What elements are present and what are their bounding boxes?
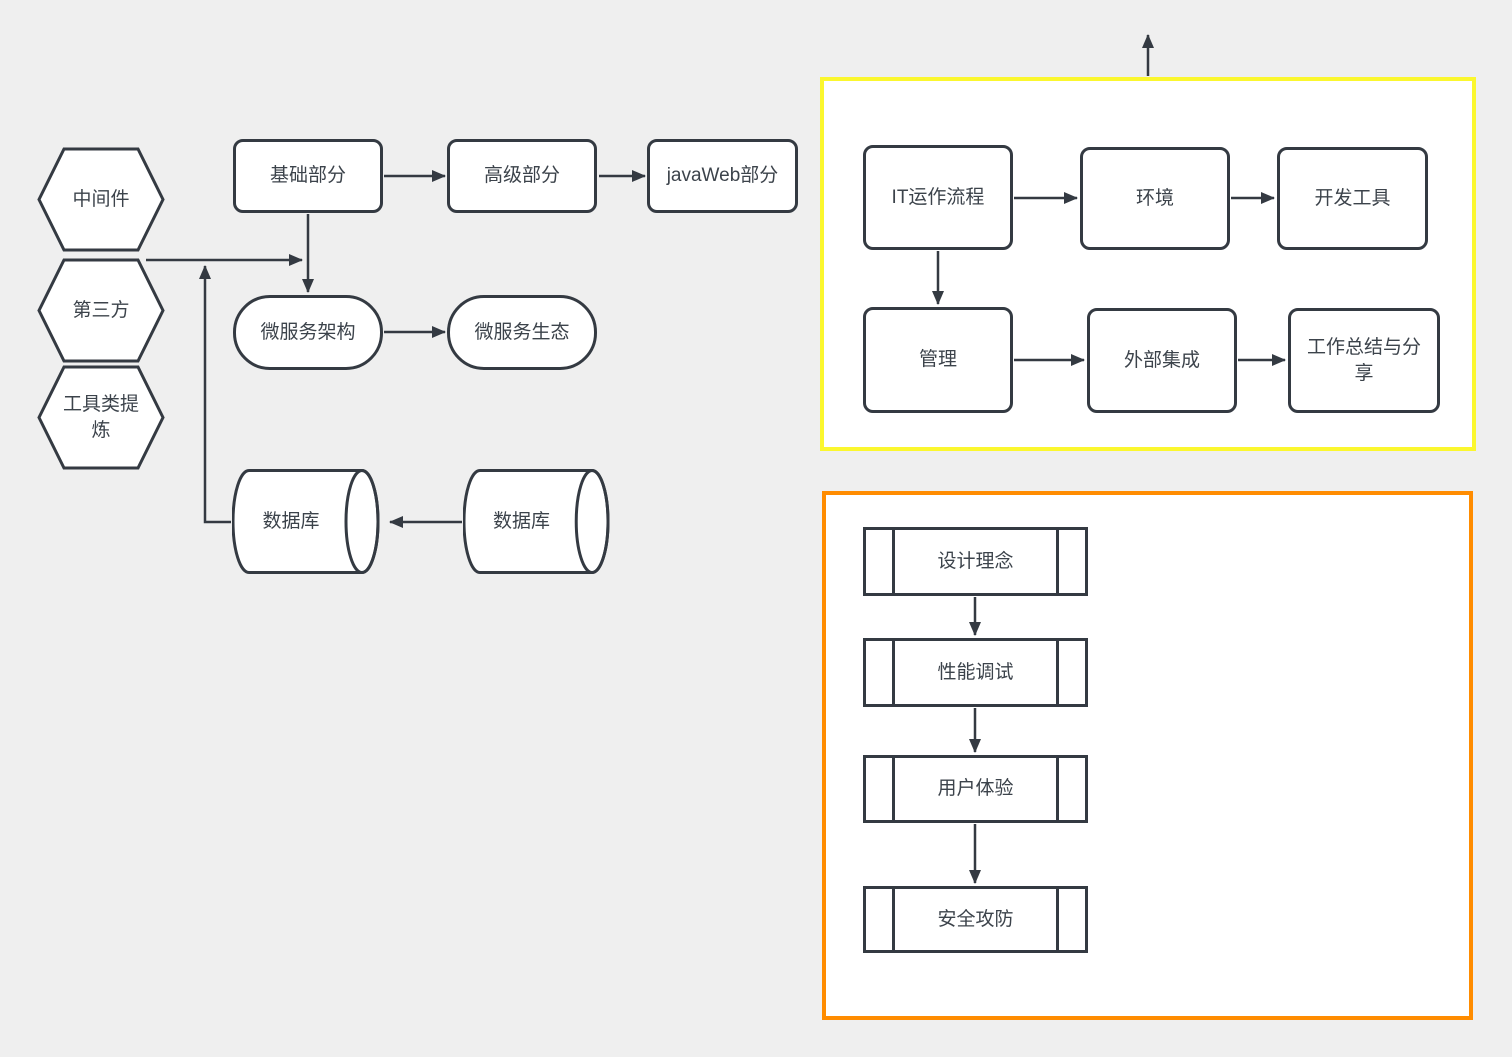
node-advanced-part[interactable]: 高级部分 <box>447 139 597 213</box>
node-microservice-ecosystem[interactable]: 微服务生态 <box>447 295 597 370</box>
node-label: IT运作流程 <box>891 186 985 208</box>
node-label: 微服务生态 <box>474 321 570 343</box>
hexagon-shape <box>37 147 165 252</box>
node-dev-tools[interactable]: 开发工具 <box>1277 147 1428 250</box>
node-performance-tuning[interactable]: 性能调试 <box>863 638 1088 707</box>
node-label: javaWeb部分 <box>666 165 779 187</box>
node-label: 设计理念 <box>937 550 1014 572</box>
node-tool-extraction[interactable]: 工具类提炼 <box>37 365 165 470</box>
node-database-left[interactable]: 数据库 <box>232 468 380 575</box>
node-label: 性能调试 <box>937 661 1014 683</box>
node-label: 微服务架构 <box>260 321 356 343</box>
node-label: 环境 <box>1135 187 1174 209</box>
node-microservice-architecture[interactable]: 微服务架构 <box>233 295 383 370</box>
cylinder-shape <box>463 469 610 574</box>
node-label: 数据库 <box>492 510 550 532</box>
node-label: 数据库 <box>262 510 320 532</box>
edge-database-up-to-flow[interactable] <box>199 265 231 524</box>
node-label: 高级部分 <box>483 165 560 187</box>
node-middleware[interactable]: 中间件 <box>37 147 165 252</box>
node-database-right[interactable]: 数据库 <box>463 468 610 575</box>
node-security-offense-defense[interactable]: 安全攻防 <box>863 886 1088 953</box>
node-user-experience[interactable]: 用户体验 <box>863 755 1088 823</box>
node-environment[interactable]: 环境 <box>1080 147 1230 250</box>
node-it-operation-flow[interactable]: IT运作流程 <box>863 145 1013 250</box>
hexagon-shape <box>37 365 165 470</box>
node-javaweb-part[interactable]: javaWeb部分 <box>647 139 798 213</box>
node-basic-part[interactable]: 基础部分 <box>233 139 383 213</box>
node-label: 安全攻防 <box>937 908 1014 930</box>
hexagon-shape <box>37 258 165 363</box>
node-management[interactable]: 管理 <box>863 307 1013 413</box>
node-label: 工具类提炼 <box>62 393 139 441</box>
node-label: 开发工具 <box>1314 187 1391 209</box>
node-label: 工作总结与分享 <box>1306 336 1421 384</box>
node-label: 外部集成 <box>1123 349 1200 371</box>
node-third-party[interactable]: 第三方 <box>37 258 165 363</box>
node-external-integration[interactable]: 外部集成 <box>1087 308 1237 413</box>
node-label: 用户体验 <box>937 778 1014 800</box>
node-design-concept[interactable]: 设计理念 <box>863 527 1088 596</box>
node-label: 中间件 <box>72 188 130 210</box>
node-label: 基础部分 <box>269 165 346 187</box>
node-label: 管理 <box>918 349 957 371</box>
node-label: 第三方 <box>72 299 130 321</box>
node-work-summary-share[interactable]: 工作总结与分享 <box>1288 308 1440 413</box>
cylinder-shape <box>232 469 380 574</box>
